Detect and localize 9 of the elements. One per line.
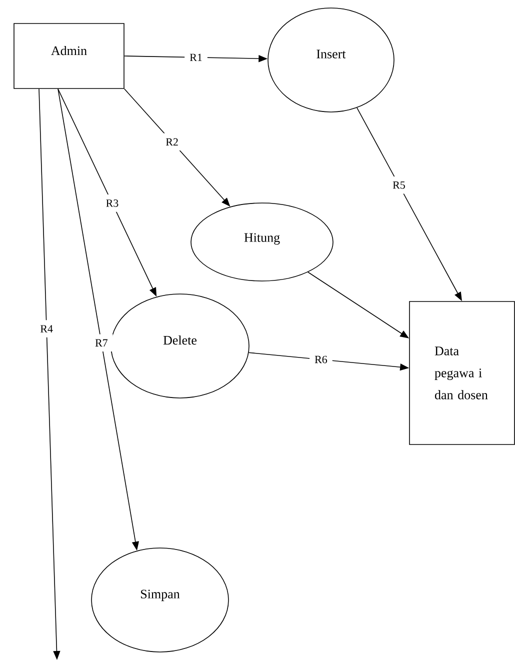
edge-label: R5: [388, 176, 410, 194]
data-store-box: Data pegawa i dan dosen: [409, 301, 515, 445]
edge-label: R6: [310, 350, 332, 368]
edge-label: R3: [100, 194, 124, 212]
edge-label: R7: [90, 334, 113, 352]
edge-label: R4: [35, 320, 58, 338]
entity-box: Admin: [14, 23, 124, 89]
edge-label: R1: [184, 48, 208, 66]
edge-label: R2: [160, 133, 184, 151]
